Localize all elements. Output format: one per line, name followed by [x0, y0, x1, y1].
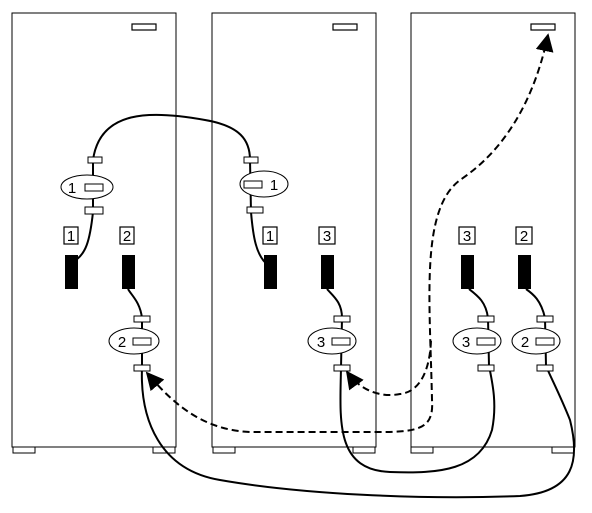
cabinet-middle [212, 13, 376, 453]
slot-L2: 2 [120, 227, 135, 289]
slot-label: 3 [323, 228, 331, 245]
cabinet-frame [212, 13, 376, 447]
connector-label: 2 [118, 334, 126, 351]
cabinet-indicator [132, 24, 156, 30]
connector-clip [134, 316, 150, 322]
slot-R3: 3 [459, 227, 475, 289]
connector-label: 3 [462, 334, 470, 351]
connector-clip [133, 338, 151, 345]
slot-label: 3 [463, 228, 471, 245]
slot-port [321, 255, 334, 289]
connector-clip [334, 365, 350, 371]
cabinet-left [12, 13, 176, 453]
cabinet-foot [411, 447, 433, 453]
slot-M3: 3 [319, 227, 335, 289]
cabinet-indicator [531, 24, 555, 30]
connector-clip [477, 338, 495, 345]
connector-clip [85, 184, 103, 191]
connector-clip [244, 157, 258, 163]
slot-L1: 1 [64, 227, 78, 289]
connector-clip [537, 316, 553, 322]
slot-port [122, 255, 135, 289]
slot-port [264, 255, 277, 289]
cabinet-frame [12, 13, 176, 447]
connector-clip [537, 365, 553, 371]
slot-label: 1 [67, 228, 75, 245]
slot-label: 1 [266, 228, 274, 245]
slot-R2: 2 [516, 227, 532, 289]
cabinet-foot [213, 447, 235, 453]
connector-clip [88, 157, 102, 163]
connector-clip [247, 207, 263, 213]
slot-port [518, 255, 531, 289]
cabinet-indicator [333, 24, 357, 30]
slot-label: 2 [520, 228, 528, 245]
cabinet-foot [552, 447, 574, 453]
connector-clip [478, 316, 494, 322]
cabinet-foot [13, 447, 35, 453]
connector-clip [334, 316, 350, 322]
connector-clip [134, 365, 150, 371]
connector-clip [244, 181, 262, 188]
cabinet-foot [353, 447, 375, 453]
connector-clip [536, 338, 554, 345]
slot-port [461, 255, 474, 289]
connector-label: 2 [521, 334, 529, 351]
connector-label: 1 [270, 177, 278, 194]
connector-clip [478, 365, 494, 371]
slot-M1: 1 [263, 227, 277, 289]
slot-label: 2 [123, 228, 131, 245]
connector-label: 3 [317, 334, 325, 351]
connector-clip [332, 338, 350, 345]
connector-clip [85, 207, 103, 214]
connector-label: 1 [68, 180, 76, 197]
